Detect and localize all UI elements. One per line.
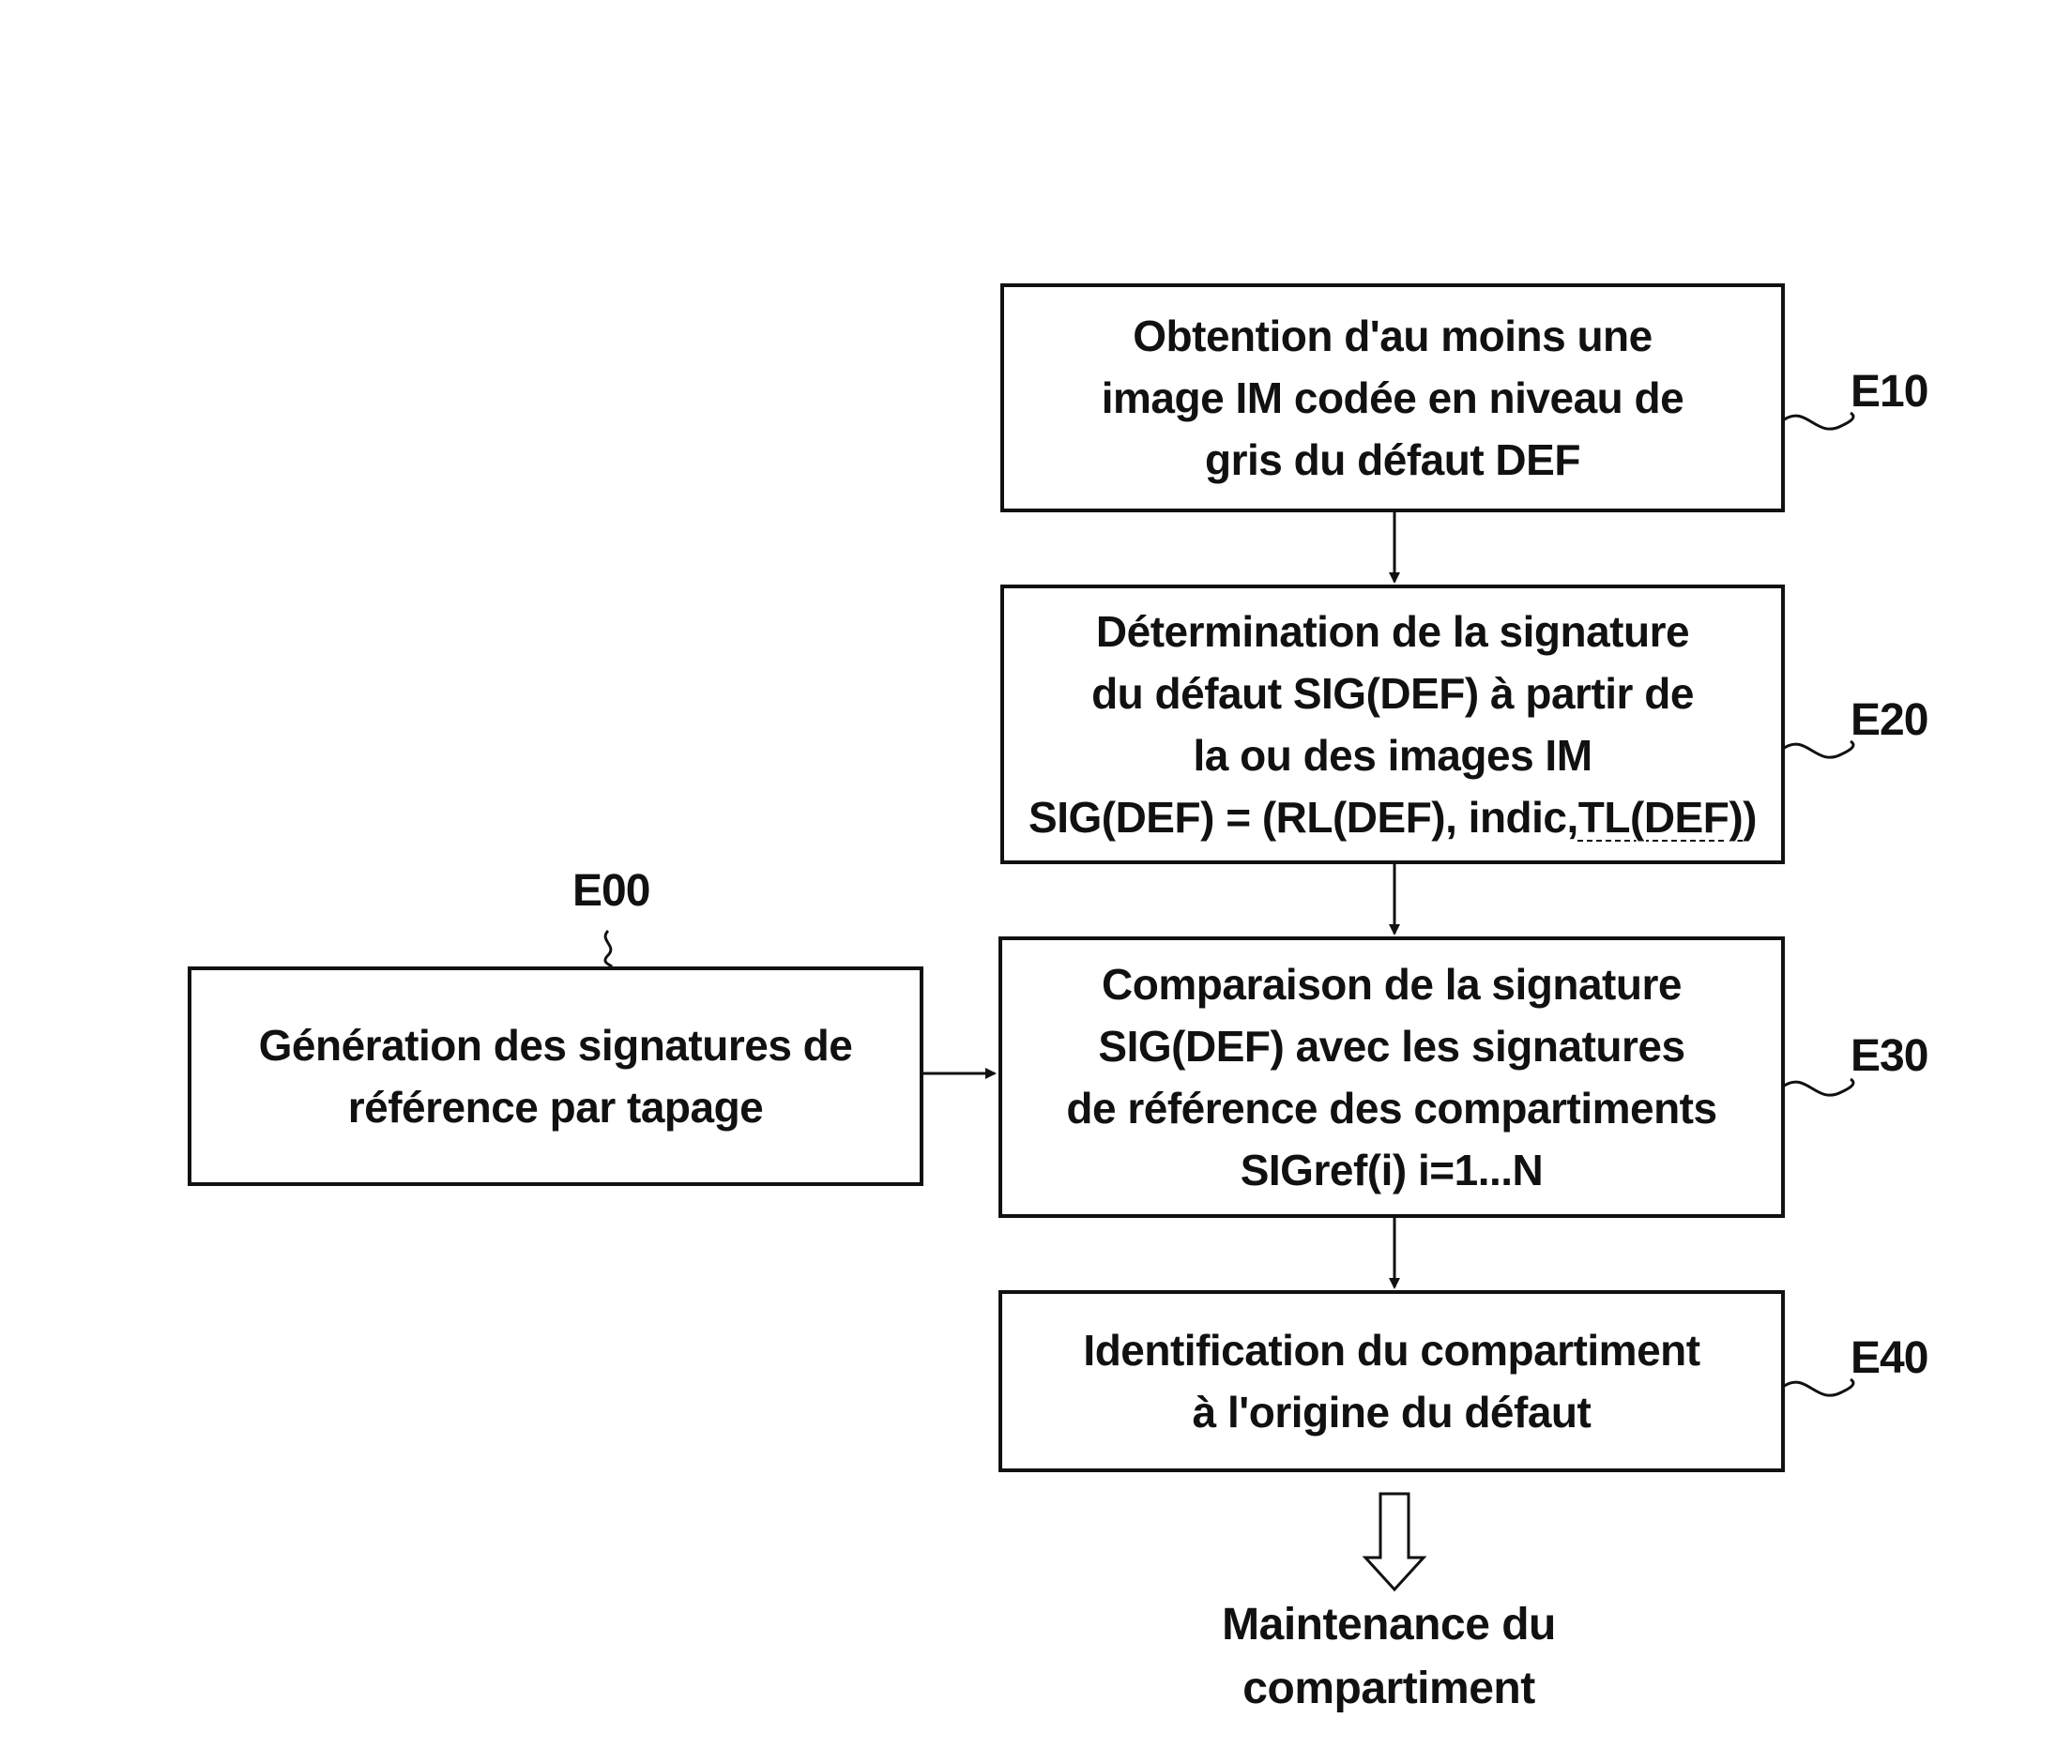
step-text-e00: Génération des signatures de référence p… (259, 1014, 853, 1138)
step-line: du défaut SIG(DEF) à partir de (1028, 662, 1757, 724)
leader-e20 (1783, 741, 1853, 757)
step-line: Détermination de la signature (1028, 601, 1757, 662)
formula-prefix: SIG(DEF) = (RL(DEF), indic, (1028, 793, 1578, 842)
step-label-e30: E30 (1851, 1030, 1927, 1083)
step-line: de référence des compartiments (1066, 1077, 1716, 1139)
outcome-line: compartiment (1135, 1657, 1642, 1721)
step-line: SIG(DEF) avec les signatures (1066, 1015, 1716, 1077)
step-line: à l'origine du défaut (1083, 1381, 1699, 1443)
step-box-e10: Obtention d'au moins une image IM codée … (1000, 283, 1785, 512)
step-line: image IM codée en niveau de (1102, 367, 1684, 429)
leader-e40 (1783, 1379, 1853, 1395)
step-text-e40: Identification du compartiment à l'origi… (1083, 1319, 1699, 1443)
outcome-line: Maintenance du (1135, 1593, 1642, 1657)
step-text-e30: Comparaison de la signature SIG(DEF) ave… (1066, 953, 1716, 1201)
step-label-e10: E10 (1851, 366, 1927, 418)
leader-e30 (1783, 1079, 1853, 1095)
leader-e00 (605, 931, 612, 966)
step-text-e10: Obtention d'au moins une image IM codée … (1102, 305, 1684, 491)
step-box-e40: Identification du compartiment à l'origi… (998, 1290, 1785, 1472)
step-line: Obtention d'au moins une (1102, 305, 1684, 367)
outcome-label: Maintenance du compartiment (1135, 1593, 1642, 1721)
step-label-e20: E20 (1851, 694, 1927, 747)
step-label-e40: E40 (1851, 1332, 1927, 1385)
step-label-e00: E00 (572, 865, 649, 918)
step-box-e20: Détermination de la signature du défaut … (1000, 585, 1785, 864)
signature-formula: SIG(DEF) = (RL(DEF), indic,TL(DEF)) (1028, 786, 1757, 848)
step-line: référence par tapage (259, 1076, 853, 1138)
step-text-e20: Détermination de la signature du défaut … (1028, 601, 1757, 848)
formula-suffix: ) (1743, 793, 1757, 842)
hollow-down-arrow (1365, 1494, 1424, 1589)
step-line: Identification du compartiment (1083, 1319, 1699, 1381)
step-line: Génération des signatures de (259, 1014, 853, 1076)
step-line: SIGref(i) i=1...N (1066, 1139, 1716, 1201)
step-box-e00: Génération des signatures de référence p… (188, 966, 923, 1186)
formula-underlined-term: TL(DEF) (1578, 793, 1743, 842)
step-line: gris du défaut DEF (1102, 429, 1684, 491)
leader-e10 (1783, 413, 1853, 429)
step-line: Comparaison de la signature (1066, 953, 1716, 1015)
step-box-e30: Comparaison de la signature SIG(DEF) ave… (998, 936, 1785, 1218)
step-line: la ou des images IM (1028, 724, 1757, 786)
